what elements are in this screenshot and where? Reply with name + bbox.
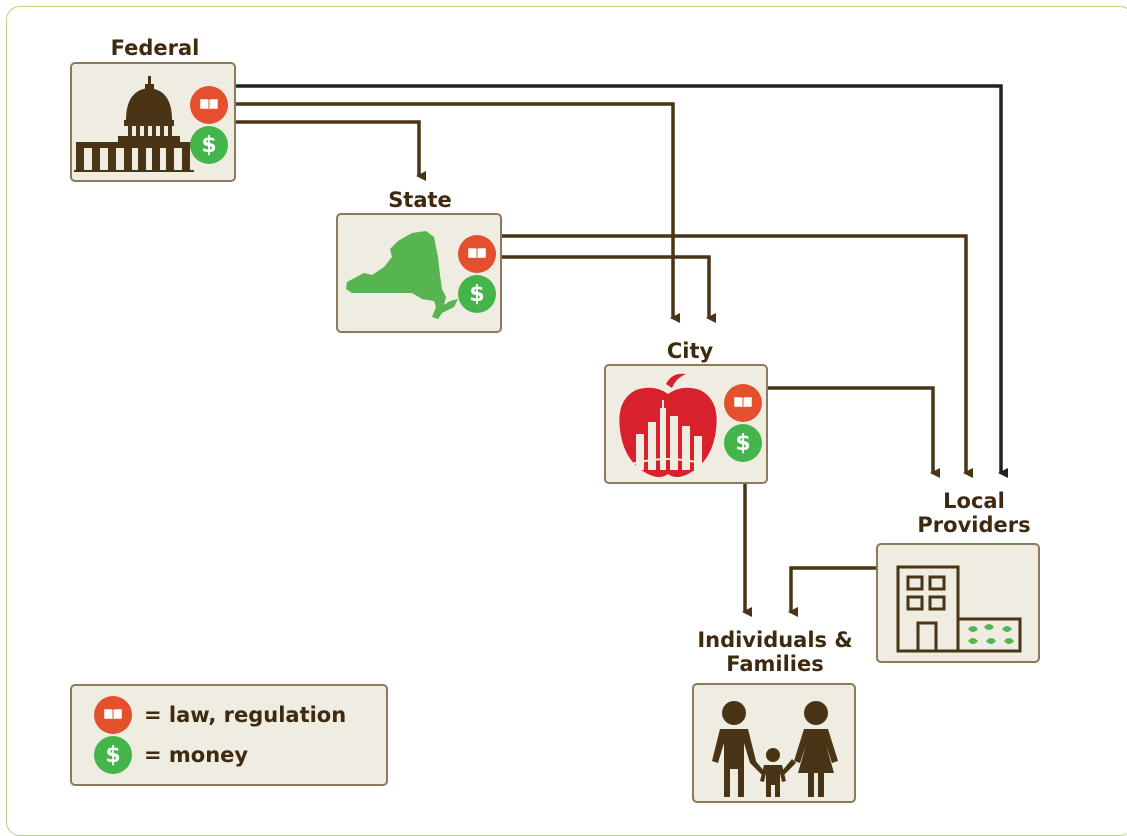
state-label: State bbox=[388, 188, 452, 212]
individuals-families-box bbox=[692, 683, 856, 803]
new-york-state-map-icon bbox=[346, 231, 458, 319]
big-apple-skyline-icon bbox=[619, 373, 717, 477]
arrow-state-to-providers bbox=[500, 234, 973, 478]
capitol-building-icon bbox=[74, 76, 194, 172]
dollar-icon: $ bbox=[724, 424, 762, 462]
federal-label: Federal bbox=[110, 36, 200, 60]
arrow-state-to-city bbox=[500, 255, 716, 323]
legend-box: = law, regulation $ = money bbox=[70, 684, 388, 786]
local-providers-box bbox=[876, 543, 1040, 663]
family-icon bbox=[712, 701, 838, 797]
arrow-federal-to-city bbox=[235, 102, 680, 323]
city-label: City bbox=[666, 339, 714, 363]
law-book-icon bbox=[724, 384, 762, 422]
dollar-icon: $ bbox=[190, 126, 228, 164]
arrow-federal-to-providers bbox=[235, 84, 1008, 478]
law-book-icon bbox=[458, 235, 496, 273]
legend-money-label: = money bbox=[144, 743, 249, 767]
individuals-families-label: Individuals & Families bbox=[697, 628, 853, 676]
local-providers-label: Local Providers bbox=[917, 489, 1031, 537]
arrow-city-to-providers bbox=[768, 386, 940, 478]
city-box: $ bbox=[604, 364, 768, 484]
law-book-icon bbox=[190, 86, 228, 124]
arrow-federal-to-state bbox=[235, 120, 426, 181]
dollar-icon: $ bbox=[94, 736, 132, 774]
dollar-icon: $ bbox=[458, 275, 496, 313]
law-book-icon bbox=[94, 696, 132, 734]
legend-law-label: = law, regulation bbox=[144, 703, 347, 727]
office-building-icon bbox=[896, 565, 1022, 653]
arrow-providers-to-individuals bbox=[788, 566, 876, 617]
state-box: $ bbox=[336, 213, 502, 333]
federal-box: $ bbox=[70, 62, 236, 182]
